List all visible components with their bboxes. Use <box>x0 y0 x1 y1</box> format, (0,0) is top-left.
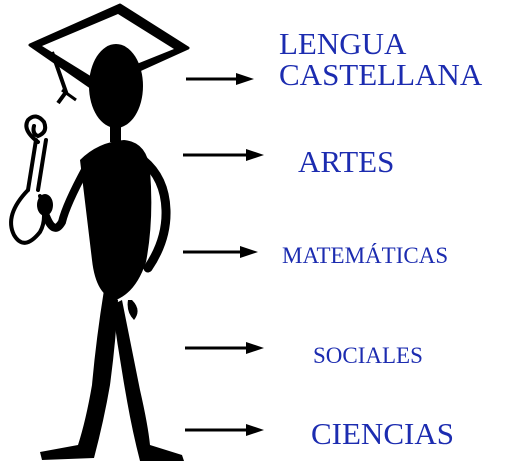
subject-label-lengua-castellana: LENGUA CASTELLANA <box>279 28 482 90</box>
right-arrow-icon <box>185 342 264 354</box>
arrows <box>183 73 264 436</box>
subject-label-matematicas: MATEMÁTICAS <box>282 243 449 268</box>
subject-label-ciencias: CIENCIAS <box>311 416 454 451</box>
diploma-scroll-icon <box>9 114 48 245</box>
subject-label-line: LENGUA <box>279 26 407 61</box>
graduate-stick-figure-icon <box>28 3 190 461</box>
right-arrow-icon <box>183 149 264 161</box>
right-arrow-icon <box>186 73 254 85</box>
right-arrow-icon <box>183 246 258 258</box>
right-arrow-icon <box>185 424 264 436</box>
subject-label-sociales: SOCIALES <box>313 343 423 368</box>
subject-label-line: CASTELLANA <box>279 57 483 92</box>
subject-label-artes: ARTES <box>298 144 395 179</box>
